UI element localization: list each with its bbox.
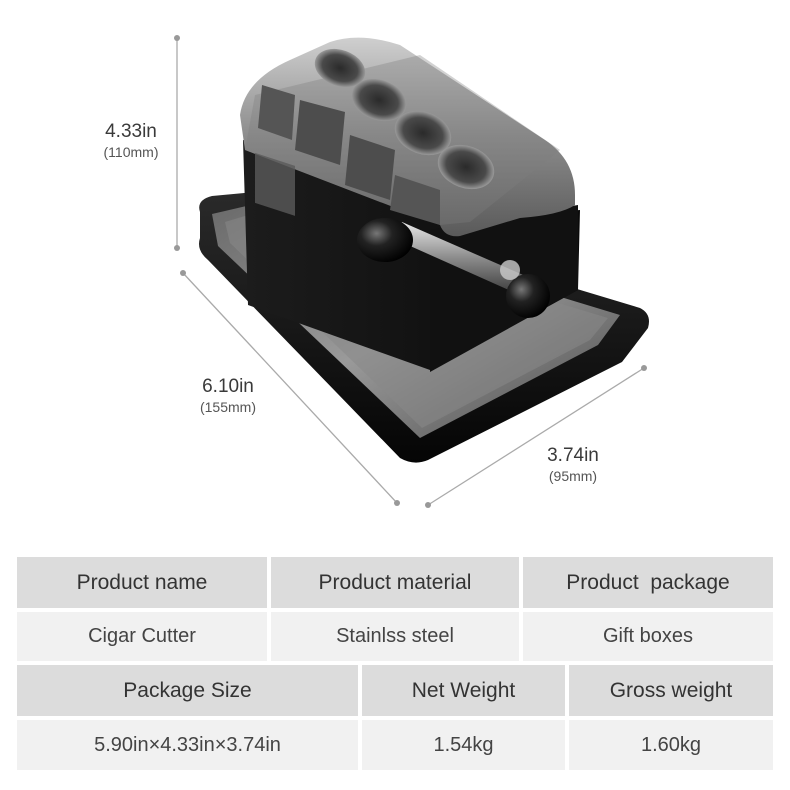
spec-value-row-2: 5.90in×4.33in×3.74in 1.54kg 1.60kg [17, 720, 773, 770]
height-value: 4.33in [105, 121, 157, 142]
spec-header-row-1: Product name Product material Product pa… [17, 557, 773, 608]
lever-handle [357, 218, 550, 318]
cutter-block [243, 140, 580, 372]
value-gross-weight: 1.60kg [569, 720, 773, 770]
value-product-material: Stainlss steel [271, 612, 519, 661]
product-image-area: 4.33in (110mm) 6.10in (155mm) 3.74in (95… [88, 35, 649, 508]
length-value: 6.10in [202, 376, 254, 397]
height-metric: (110mm) [103, 144, 159, 160]
dimension-lines [174, 35, 647, 508]
value-package-size: 5.90in×4.33in×3.74in [17, 720, 358, 770]
spec-table: Product name Product material Product pa… [17, 557, 773, 770]
value-net-weight: 1.54kg [362, 720, 565, 770]
value-product-name: Cigar Cutter [17, 612, 267, 661]
height-dimension-label: 4.33in (110mm) [88, 121, 174, 161]
header-product-package: Product package [523, 557, 773, 608]
width-value: 3.74in [547, 445, 599, 466]
header-gross-weight: Gross weight [569, 665, 773, 716]
engraved-metal-top [240, 37, 575, 237]
header-net-weight: Net Weight [362, 665, 565, 716]
header-product-material: Product material [271, 557, 519, 608]
header-product-name: Product name [17, 557, 267, 608]
length-dimension-label: 6.10in (155mm) [183, 376, 273, 416]
spec-header-row-2: Package Size Net Weight Gross weight [17, 665, 773, 716]
header-package-size: Package Size [17, 665, 358, 716]
width-dimension-label: 3.74in (95mm) [528, 445, 618, 485]
value-product-package: Gift boxes [523, 612, 773, 661]
width-metric: (95mm) [548, 468, 598, 484]
length-metric: (155mm) [199, 399, 256, 415]
spec-value-row-1: Cigar Cutter Stainlss steel Gift boxes [17, 612, 773, 661]
cigar-cutter-illustration [174, 35, 649, 508]
